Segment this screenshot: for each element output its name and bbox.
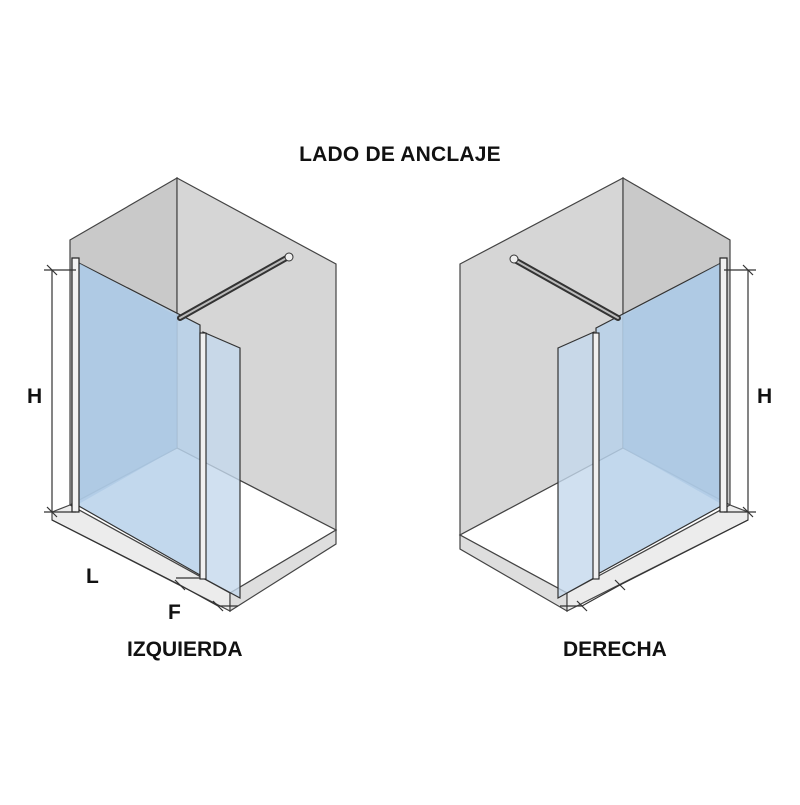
right-base-front	[566, 504, 749, 612]
left-fixing-label: F	[168, 601, 181, 624]
left-enclosure	[44, 176, 338, 613]
left-caption: IZQUIERDA	[127, 638, 243, 661]
left-dim-fixing	[179, 584, 238, 612]
right-enclosure	[458, 176, 756, 613]
left-length-label: L	[86, 565, 99, 588]
left-bar-bracket	[284, 252, 294, 262]
right-bar-bracket	[509, 254, 519, 264]
left-dim-height	[44, 264, 76, 518]
left-panel-edge	[199, 332, 207, 580]
left-base-side	[229, 528, 337, 613]
right-dim-length	[560, 519, 749, 612]
left-swing-panel	[202, 331, 241, 600]
left-glass-shade	[77, 262, 177, 505]
right-swing-panel	[557, 331, 595, 600]
right-height-label: H	[757, 385, 773, 408]
right-wall-profile	[719, 257, 728, 513]
left-height-label: H	[27, 385, 43, 408]
right-glass-shade	[623, 262, 723, 505]
right-caption: DERECHA	[563, 638, 667, 661]
right-dim-height	[724, 264, 756, 518]
left-wall-profile	[71, 257, 80, 513]
right-panel-edge	[592, 332, 600, 580]
anchor-side-title: LADO DE ANCLAJE	[299, 143, 501, 166]
